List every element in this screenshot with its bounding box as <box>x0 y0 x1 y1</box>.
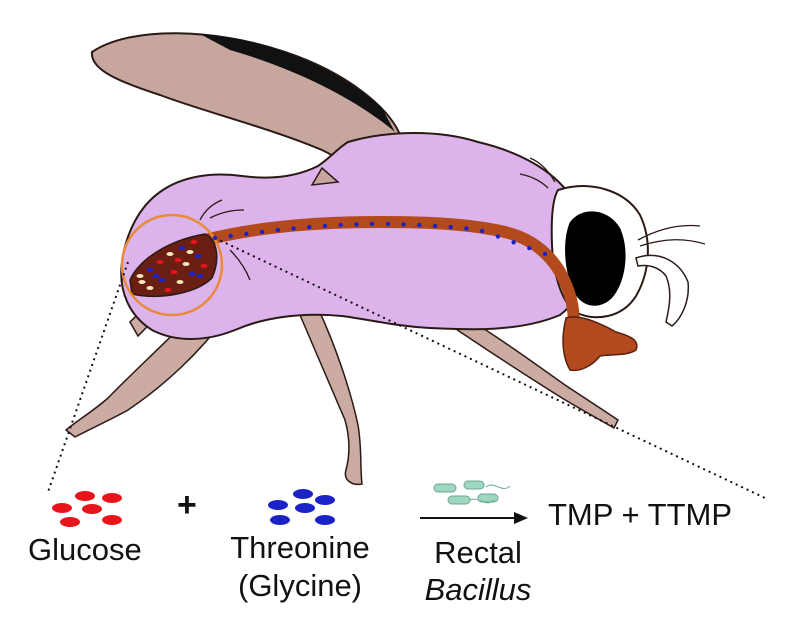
gut-particle <box>166 252 174 256</box>
gut-tube <box>199 215 580 331</box>
antenna <box>635 254 690 327</box>
reaction-arrow-icon <box>420 512 528 524</box>
thorax-notch <box>310 166 340 186</box>
plus-sign: + <box>177 486 197 524</box>
bacillus-cells-icon <box>433 480 511 505</box>
zoom-circle <box>120 213 224 317</box>
gut-particle <box>164 288 172 292</box>
fly-body <box>120 132 586 340</box>
front-leg <box>448 314 619 430</box>
rectal-label: Rectal <box>434 535 522 570</box>
gut-particle <box>200 264 208 268</box>
gut-contents <box>136 221 548 292</box>
gut-particle <box>338 222 343 228</box>
gut-particle <box>401 222 406 227</box>
gut-particle <box>369 221 375 227</box>
gut-particle <box>417 222 422 228</box>
gut-particle <box>228 233 233 239</box>
gut-particle <box>259 229 265 235</box>
gut-particle <box>322 223 328 229</box>
gut-particle <box>146 268 154 272</box>
middle-leg <box>299 307 363 486</box>
zoom-line-left <box>47 261 129 493</box>
gut-particle <box>176 280 184 284</box>
gut-particle <box>152 274 160 278</box>
gut-particle <box>138 280 146 284</box>
threonine-label: Threonine <box>230 530 370 565</box>
gut-particle <box>194 254 202 258</box>
gut-particle <box>542 251 548 257</box>
gut-particle <box>385 221 391 227</box>
glycine-label: (Glycine) <box>237 568 363 603</box>
gut-particle <box>174 258 182 262</box>
gut-particle <box>275 227 281 233</box>
gut-particle <box>178 246 186 250</box>
glucose-dots-icon <box>52 491 122 527</box>
gut-particle <box>190 240 198 244</box>
gut-particle <box>307 224 312 230</box>
gut-particle <box>188 272 196 276</box>
gut-particle <box>479 228 485 234</box>
gut-particle <box>244 231 249 237</box>
threonine-dots-icon <box>268 489 335 525</box>
proboscis <box>562 316 638 372</box>
gut-particle <box>182 262 190 266</box>
gut-particle <box>170 270 178 274</box>
gut-particle <box>464 226 469 231</box>
gut-particle <box>196 274 204 278</box>
gut-particle <box>158 278 166 282</box>
gut-particle <box>432 223 438 229</box>
gut-particle <box>354 222 359 227</box>
glucose-label: Glucose <box>28 532 142 567</box>
bacillus-label: Bacillus <box>424 572 532 607</box>
gut-particle <box>495 234 501 239</box>
products-label: TMP + TTMP <box>548 497 733 532</box>
gut-particle <box>186 250 194 254</box>
gut-particle <box>146 286 154 290</box>
gut-particle <box>212 235 218 241</box>
gut-particle <box>156 260 164 264</box>
rectal-gut <box>129 233 218 297</box>
compound-eye <box>565 211 626 306</box>
gut-particle <box>527 245 532 251</box>
wing-dark-edge <box>200 34 395 132</box>
gut-particle <box>511 240 516 245</box>
gut-particle <box>136 274 144 278</box>
gut-particle <box>448 224 453 230</box>
gut-particle <box>291 226 296 231</box>
bristles <box>199 157 706 281</box>
